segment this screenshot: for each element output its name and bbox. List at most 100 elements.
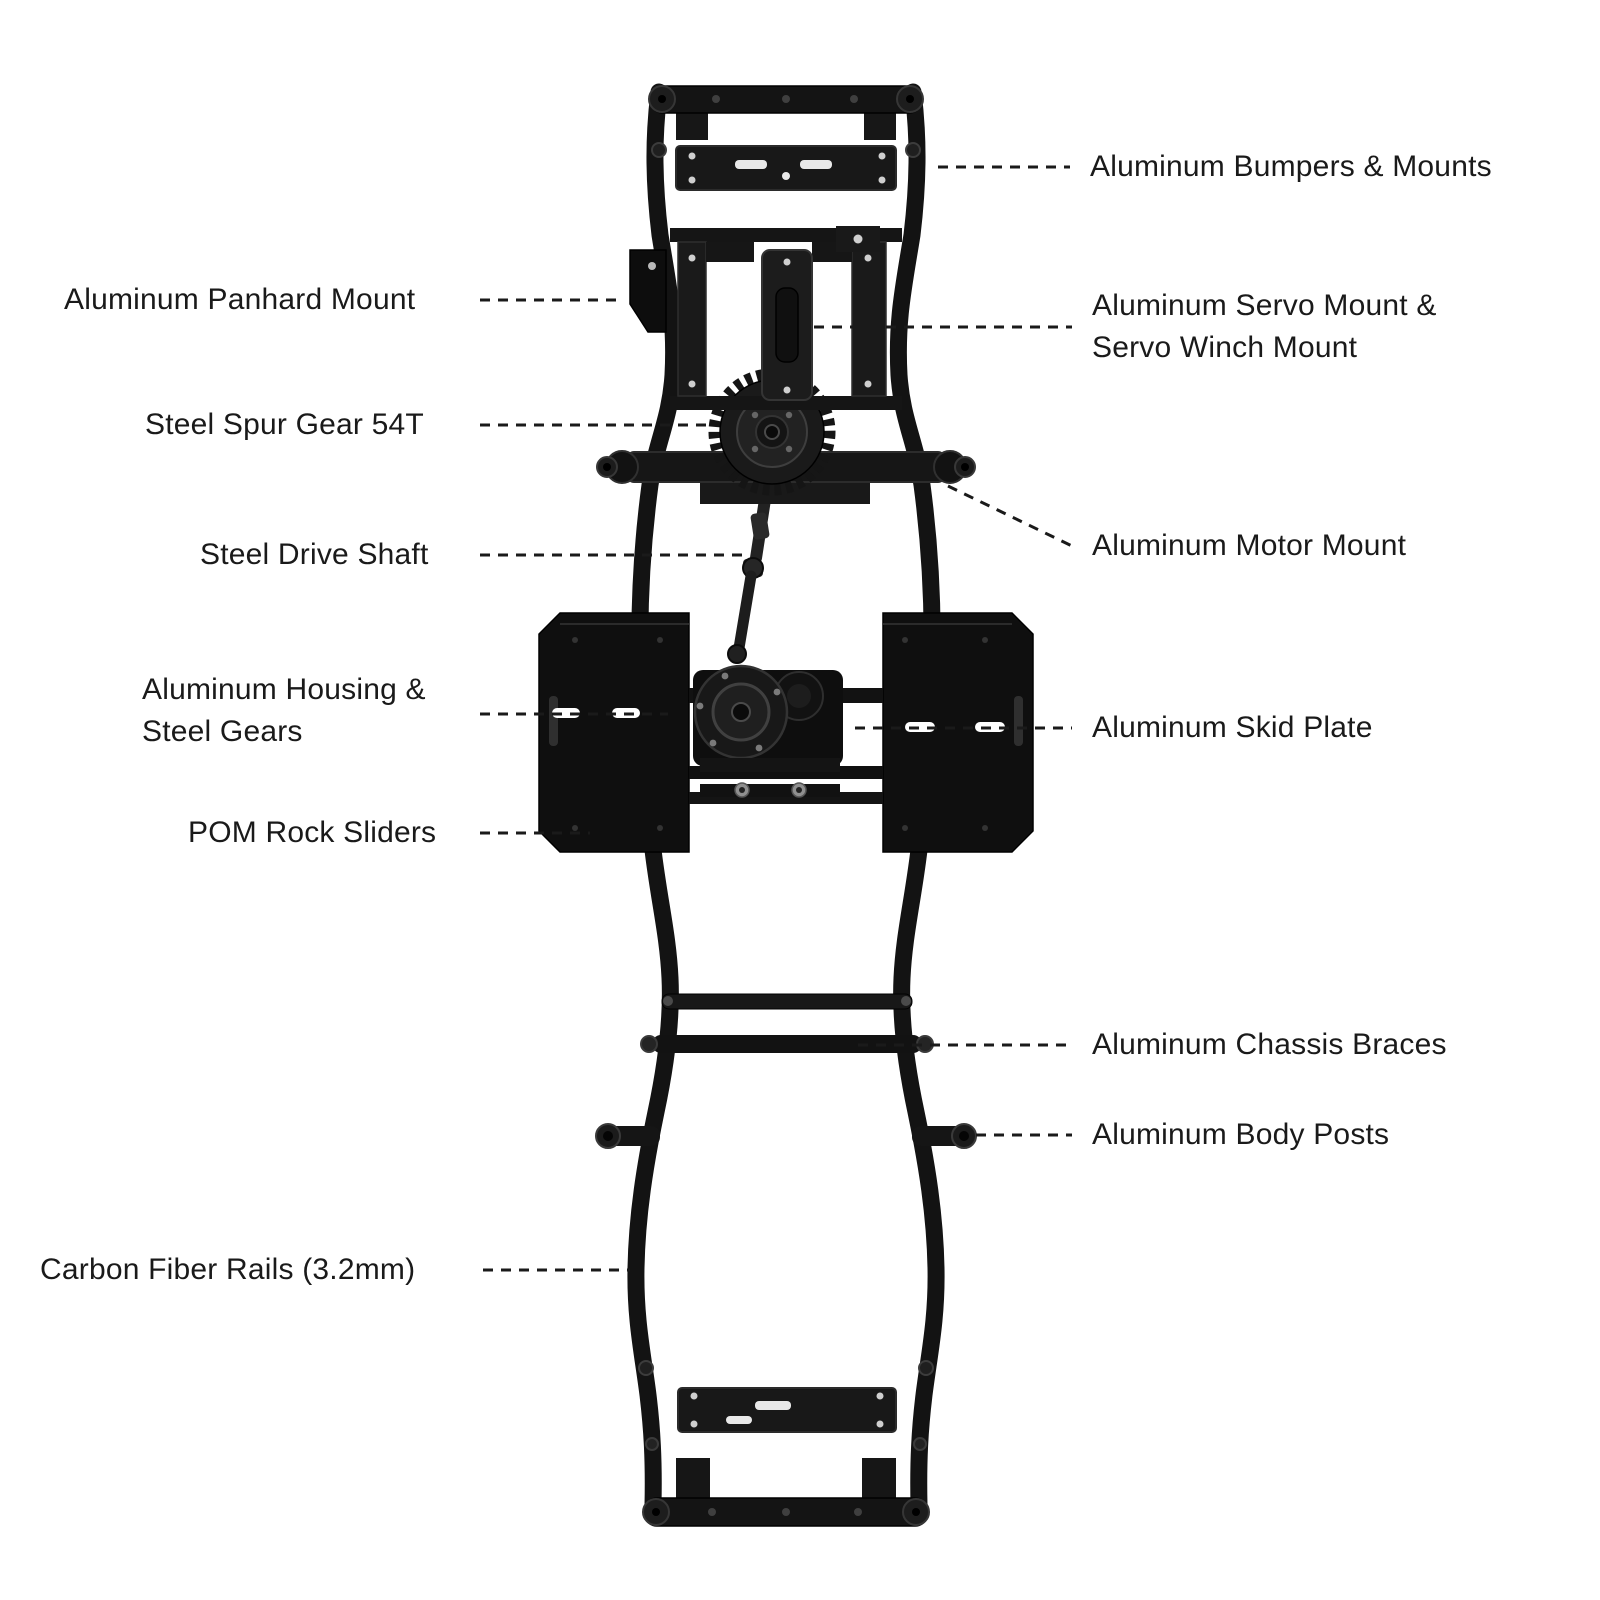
chassis-brace-rod [661,993,913,1010]
label-pom-rock-sliders: POM Rock Sliders [188,816,437,849]
chassis-illustration [538,83,1034,1527]
cap-bore [959,1131,969,1141]
bumper-mount-bracket [676,112,708,140]
servo-mount-frame [670,226,902,410]
housing-bolt [696,702,704,710]
brace-screw [663,996,673,1006]
bumper-mount-bracket [676,1458,710,1502]
front-crossmember-plate [675,145,897,191]
panhard-mount [629,249,667,333]
shaft-lower [733,570,757,654]
label-aluminum-motor-mount: Aluminum Motor Mount [1092,529,1407,562]
cap-bore [961,463,969,471]
shaft-slider-collar [750,512,770,540]
label-aluminum-servo-mount: Aluminum Servo Mount & Servo Winch Mount [1092,285,1437,369]
screw [690,1420,698,1428]
frame-member-bottom [670,396,902,410]
plate-hole [572,637,578,643]
crossmember-slot [735,160,767,169]
label-aluminum-panhard-mount: Aluminum Panhard Mount [64,283,416,316]
gear-hub-small [787,684,811,708]
plate-hole [657,637,663,643]
chassis-brace-rod [652,1035,922,1053]
housing-bolt [773,688,781,696]
rail-bolt [905,142,921,158]
servo-side-plate-right [851,241,887,397]
label-aluminum-chassis-braces: Aluminum Chassis Braces [1092,1028,1447,1061]
gearbox-mount-bar [700,784,840,797]
brace-hex-bolt [640,1035,658,1053]
label-carbon-fiber-rails: Carbon Fiber Rails (3.2mm) [40,1253,416,1286]
screw [853,234,863,244]
bolt [850,95,858,103]
plate-hole [982,825,988,831]
servo-bracket [706,242,754,262]
bumper-mount-bracket [864,112,896,140]
screw [878,152,886,160]
label-line: Servo Winch Mount [1092,331,1358,364]
housing-bolt [709,739,717,747]
panhard-mount-plate [629,249,667,333]
transmission-housing [693,664,843,798]
plate-hole [902,637,908,643]
gear-hub [764,424,780,440]
screw [783,386,791,394]
hex-post-bore [796,787,802,793]
cap-bore [912,1508,920,1516]
cap-bore [603,1131,613,1141]
screw [688,176,696,184]
label-aluminum-skid-plate: Aluminum Skid Plate [1092,711,1373,744]
label-steel-drive-shaft: Steel Drive Shaft [200,538,429,571]
chassis-braces [640,993,934,1053]
housing-bolt [755,744,763,752]
screw [648,262,656,270]
bolt [708,1508,716,1516]
gear-screw [751,445,759,453]
crossmember-slot [755,1401,791,1410]
front-crossmember [651,142,921,191]
body-posts [595,1123,977,1149]
bolt [712,95,720,103]
cap-bore [603,463,611,471]
rail-bolt [918,1360,934,1376]
cap-bore [652,1508,660,1516]
crossmember-slot [726,1416,752,1424]
gear-screw [785,411,793,419]
screw [688,254,696,262]
plate-hole [982,637,988,643]
label-line: Aluminum Housing & [142,673,426,706]
screw [878,176,886,184]
screw [876,1420,884,1428]
u-joint-ball [727,644,747,664]
leader-motor-mount [947,484,1073,548]
screw [688,152,696,160]
rail-bolt [638,1360,654,1376]
rear-bumper-assembly [638,1360,934,1527]
label-line: Steel Gears [142,715,303,748]
gear-screw [785,445,793,453]
rail-bolt [913,1437,927,1451]
screw [688,380,696,388]
rail-bolt [645,1437,659,1451]
label-aluminum-bumpers-mounts: Aluminum Bumpers & Mounts [1090,150,1492,183]
crossmember-slot [800,160,832,169]
skid-plate-left [538,612,690,853]
plate-hole [572,825,578,831]
hex-post-bore [739,787,745,793]
gear-hub [731,702,751,722]
bumper-mount-bracket [862,1458,896,1502]
bolt [854,1508,862,1516]
label-aluminum-housing-steel-gears: Aluminum Housing & Steel Gears [142,669,426,753]
crossmember-hole [782,172,790,180]
screw [783,258,791,266]
cap-bore [658,95,666,103]
plate-slot [549,696,558,746]
label-aluminum-body-posts: Aluminum Body Posts [1092,1118,1390,1151]
winch-plate-slot [775,287,799,363]
gear-screw [751,411,759,419]
screw [876,1392,884,1400]
label-line: Aluminum Servo Mount & [1092,289,1437,322]
leader-lines [480,165,1073,1272]
front-bumper-assembly [648,85,924,140]
